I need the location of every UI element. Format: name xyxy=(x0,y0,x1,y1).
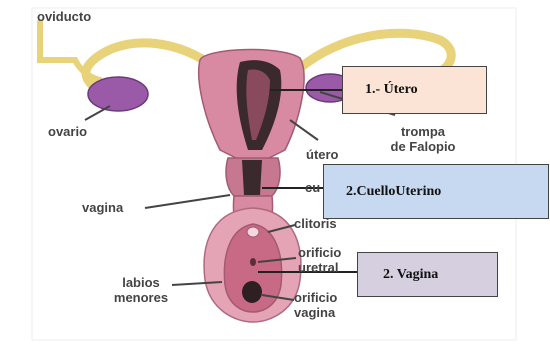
callout-utero-text: 1.- Útero xyxy=(365,82,418,98)
cervical-canal xyxy=(242,160,262,195)
label-orificio-uretral-line2: uretral xyxy=(298,260,341,275)
label-labios-menores: labios menores xyxy=(108,275,174,305)
label-trompa: trompa de Falopio xyxy=(383,124,463,154)
label-orificio-vagina: orificio vagina xyxy=(294,290,337,320)
label-orificio-vagina-line2: vagina xyxy=(294,305,337,320)
label-trompa-line1: trompa xyxy=(383,124,463,139)
urethral-opening xyxy=(250,258,256,266)
label-vagina: vagina xyxy=(82,200,123,215)
callout-vagina-text: 2. Vagina xyxy=(383,267,438,283)
label-labios-line2: menores xyxy=(108,290,174,305)
label-oviducto: oviducto xyxy=(37,9,91,24)
callout-utero: 1.- Útero xyxy=(342,66,487,114)
label-cuello-partial: cu xyxy=(305,180,320,195)
clitoris-shape xyxy=(247,227,259,237)
left-ovary xyxy=(88,77,148,111)
label-utero: útero xyxy=(306,147,339,162)
callout-cuello-text: 2.CuelloUterino xyxy=(346,184,441,200)
callout-vagina: 2. Vagina xyxy=(357,252,498,297)
label-trompa-line2: de Falopio xyxy=(383,139,463,154)
vaginal-opening xyxy=(242,281,262,303)
callout-cuello-uterino: 2.CuelloUterino xyxy=(323,164,549,219)
label-labios-line1: labios xyxy=(108,275,174,290)
label-ovario: ovario xyxy=(48,124,87,139)
label-orificio-vagina-line1: orificio xyxy=(294,290,337,305)
label-orificio-uretral: orificio uretral xyxy=(298,245,341,275)
label-orificio-uretral-line1: orificio xyxy=(298,245,341,260)
